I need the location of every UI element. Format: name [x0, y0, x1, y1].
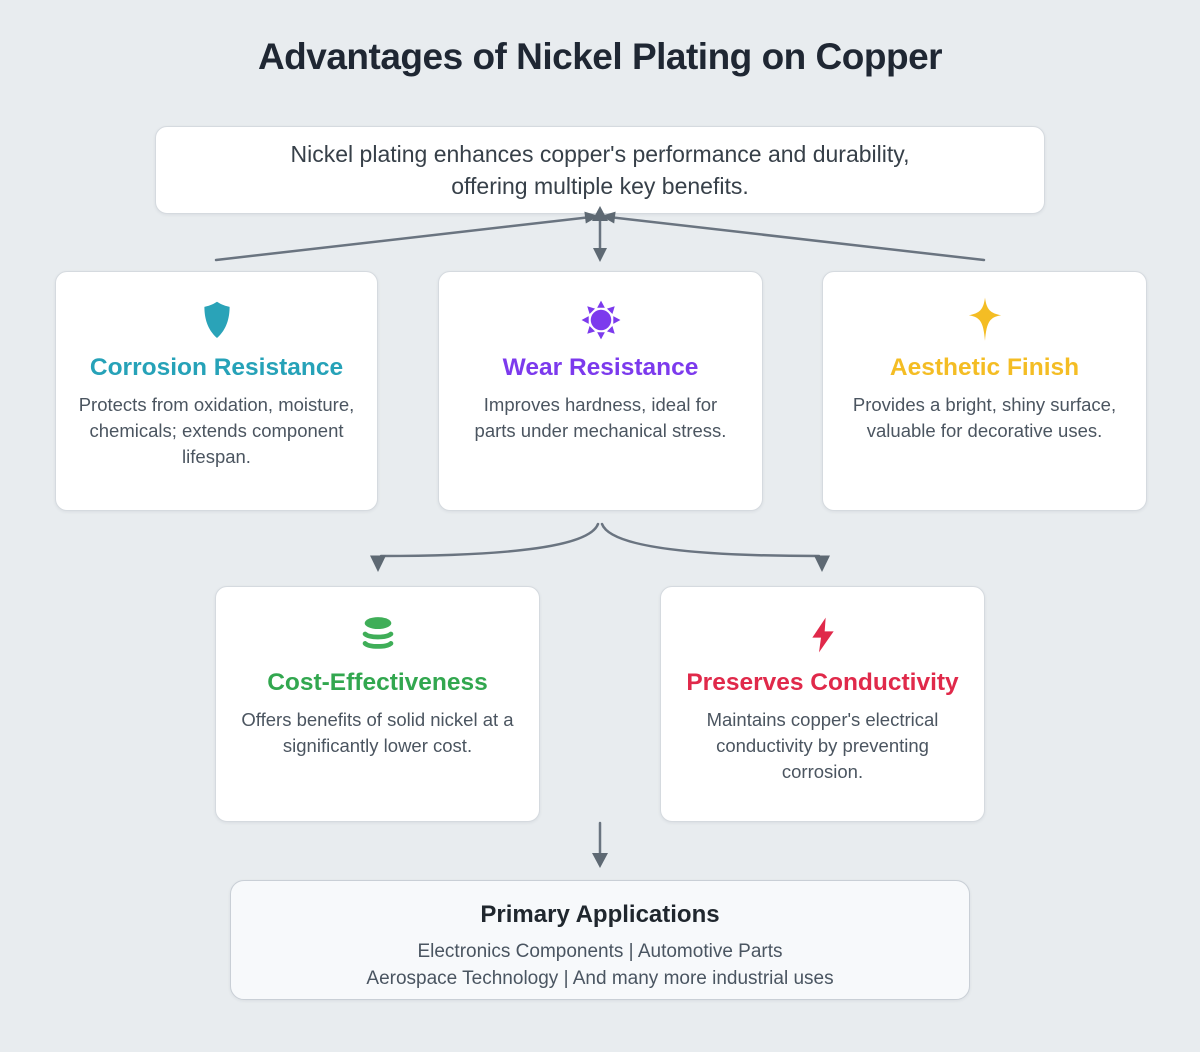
card-corrosion-resistance: Corrosion Resistance Protects from oxida…: [55, 271, 378, 511]
card-body: Provides a bright, shiny surface, valuab…: [852, 394, 1117, 441]
arrowhead-down-apps: [592, 853, 608, 868]
applications-line1: Electronics Components | Automotive Part…: [417, 941, 783, 962]
shield-icon: [56, 295, 377, 345]
arrowhead-down-cost: [370, 555, 386, 572]
card-title: Aesthetic Finish: [889, 354, 1080, 381]
arrowhead-down-conductivity: [814, 555, 830, 572]
arrow-line-intro-right: [598, 214, 986, 262]
card-wear-resistance: Wear Resistance Improves hardness, ideal…: [438, 271, 763, 511]
card-cost-effectiveness: Cost-Effectiveness Offers benefits of so…: [215, 586, 540, 822]
card-title: Wear Resistance: [502, 354, 699, 381]
sparkle-icon: [823, 295, 1146, 345]
card-body: Protects from oxidation, moisture, chemi…: [78, 394, 355, 467]
page-title: Advantages of Nickel Plating on Copper: [257, 36, 943, 77]
applications-line2: Aerospace Technology | And many more ind…: [366, 968, 834, 989]
card-aesthetic-finish: Aesthetic Finish Provides a bright, shin…: [822, 271, 1147, 511]
card-body: Offers benefits of solid nickel at a sig…: [241, 709, 514, 756]
primary-applications-box: Primary Applications Electronics Compone…: [230, 880, 970, 1000]
applications-title: Primary Applications: [480, 901, 720, 928]
arrowhead-down-center: [593, 248, 607, 262]
arrow-curve-right: [600, 522, 821, 558]
card-body: Maintains copper's electrical conductivi…: [706, 709, 939, 782]
card-body: Improves hardness, ideal for parts under…: [474, 394, 727, 441]
card-preserves-conductivity: Preserves Conductivity Maintains copper'…: [660, 586, 985, 822]
sunburst-icon: [439, 295, 762, 345]
intro-text-line1: Nickel plating enhances copper's perform…: [290, 141, 910, 167]
intro-text-line2: offering multiple key benefits.: [451, 173, 749, 199]
lightning-bolt-icon: [661, 610, 984, 660]
arrow-line-intro-left: [214, 214, 602, 262]
database-icon: [216, 610, 539, 660]
card-title: Cost-Effectiveness: [267, 669, 488, 696]
intro-box: Nickel plating enhances copper's perform…: [155, 126, 1045, 214]
card-title: Preserves Conductivity: [686, 669, 959, 696]
arrow-curve-left: [379, 522, 600, 558]
card-title: Corrosion Resistance: [89, 354, 344, 381]
